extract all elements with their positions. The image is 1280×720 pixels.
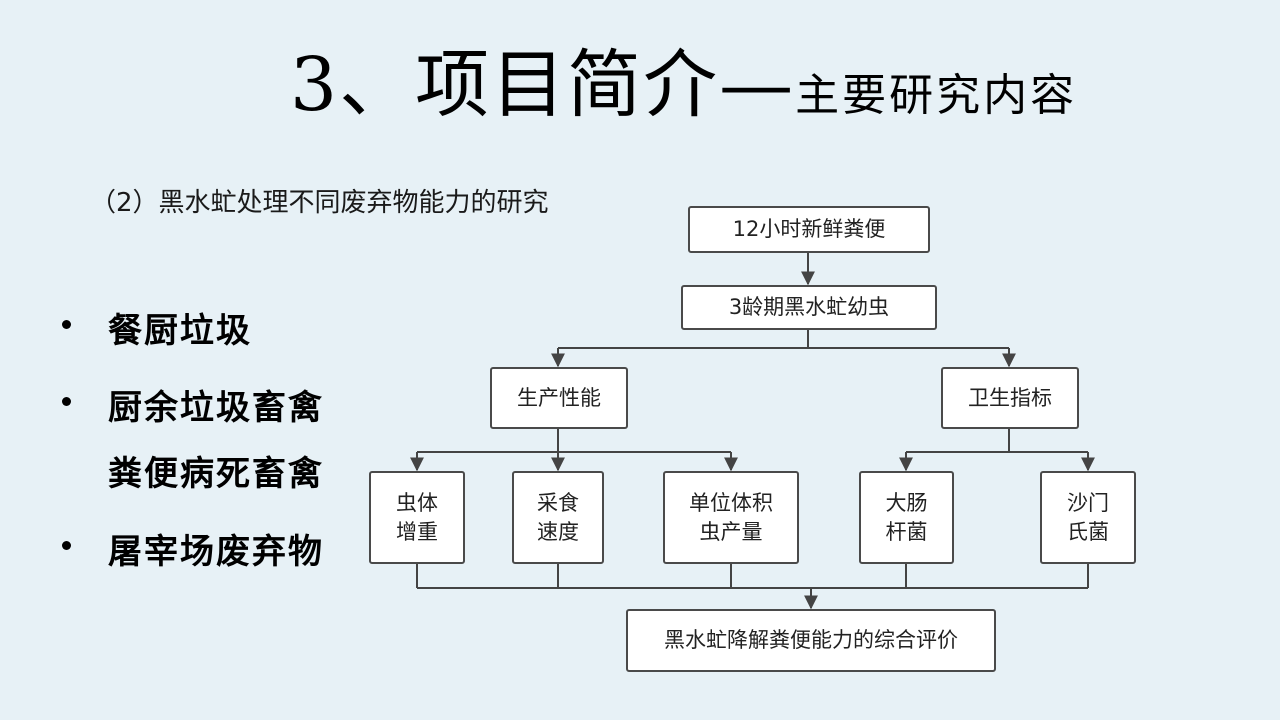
box-production-performance-label: 生产性能 [517, 385, 601, 410]
box-larvae: 3龄期黑水虻幼虫 [681, 285, 937, 330]
box-hygiene-indicators-label: 卫生指标 [968, 385, 1052, 410]
box-metric-salmonella-label: 沙门 氏菌 [1067, 490, 1109, 544]
box-comprehensive-evaluation: 黑水虻降解粪便能力的综合评价 [626, 609, 996, 672]
box-metric-yield-per-volume: 单位体积 虫产量 [663, 471, 799, 564]
bullet-item-2: 厨余垃圾畜禽 [108, 388, 324, 428]
title-main: 3、项目简介— [290, 42, 796, 128]
box-hygiene-indicators: 卫生指标 [941, 367, 1079, 429]
bullet-item-3: 屠宰场废弃物 [108, 532, 324, 572]
title-sub: 主要研究内容 [795, 70, 1078, 121]
bullet-dot-2 [62, 397, 71, 406]
box-production-performance: 生产性能 [490, 367, 628, 429]
box-larvae-label: 3龄期黑水虻幼虫 [728, 295, 890, 319]
box-metric-salmonella: 沙门 氏菌 [1040, 471, 1136, 564]
box-comprehensive-evaluation-label: 黑水虻降解粪便能力的综合评价 [664, 628, 958, 652]
bullet-dot-3 [62, 541, 71, 550]
section-subtitle: （2）黑水虻处理不同废弃物能力的研究 [90, 188, 549, 218]
box-metric-weight-gain-label: 虫体 增重 [396, 490, 438, 544]
box-metric-weight-gain: 虫体 增重 [369, 471, 465, 564]
bullet-item-2-cont: 粪便病死畜禽 [108, 454, 324, 494]
slide-title: 3、项目简介—主要研究内容 [290, 48, 1077, 122]
box-metric-feeding-rate-label: 采食 速度 [537, 490, 579, 544]
box-fresh-manure-label: 12小时新鲜粪便 [732, 217, 886, 241]
box-metric-yield-per-volume-label: 单位体积 虫产量 [689, 490, 773, 544]
box-metric-ecoli-label: 大肠 杆菌 [885, 490, 928, 544]
bullet-dot-1 [62, 320, 71, 329]
box-metric-feeding-rate: 采食 速度 [512, 471, 604, 564]
box-fresh-manure: 12小时新鲜粪便 [688, 206, 930, 253]
box-metric-ecoli: 大肠 杆菌 [859, 471, 954, 564]
bullet-item-1: 餐厨垃圾 [108, 311, 252, 351]
